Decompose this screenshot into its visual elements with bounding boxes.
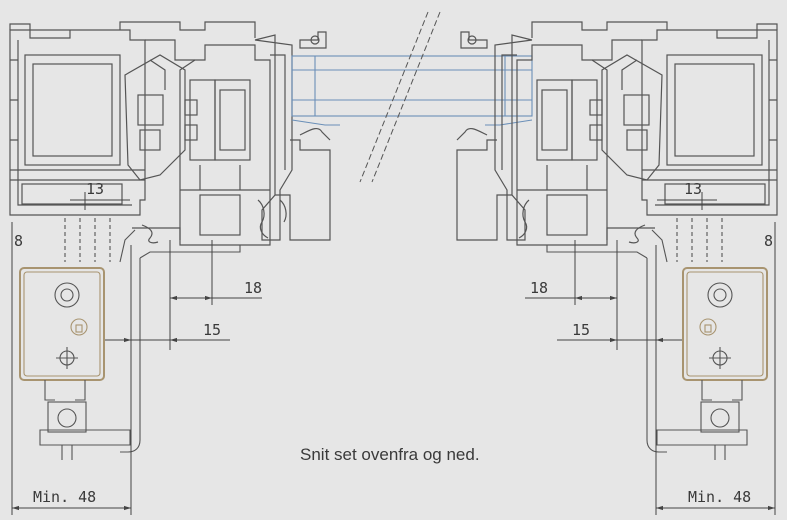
dim-left-13: 13 [86,180,104,198]
right-dimensions [525,192,776,515]
dim-right-15: 15 [572,321,590,339]
right-fitting [546,218,768,460]
dim-left-8: 8 [14,232,23,250]
dim-left-15: 15 [203,321,221,339]
left-dimensions [11,192,262,515]
dim-right-min: Min. 48 [688,488,751,506]
dim-right-13: 13 [684,180,702,198]
break-lines [359,11,441,183]
dim-left-18: 18 [244,279,262,297]
glass-unit [291,55,533,126]
dim-left-min: Min. 48 [33,488,96,506]
left-fitting [19,218,241,460]
dim-right-18: 18 [530,279,548,297]
drawing-caption: Snit set ovenfra og ned. [300,445,480,464]
left-frame-profile [9,21,331,246]
right-frame-profile [456,21,778,246]
dim-right-8: 8 [764,232,773,250]
